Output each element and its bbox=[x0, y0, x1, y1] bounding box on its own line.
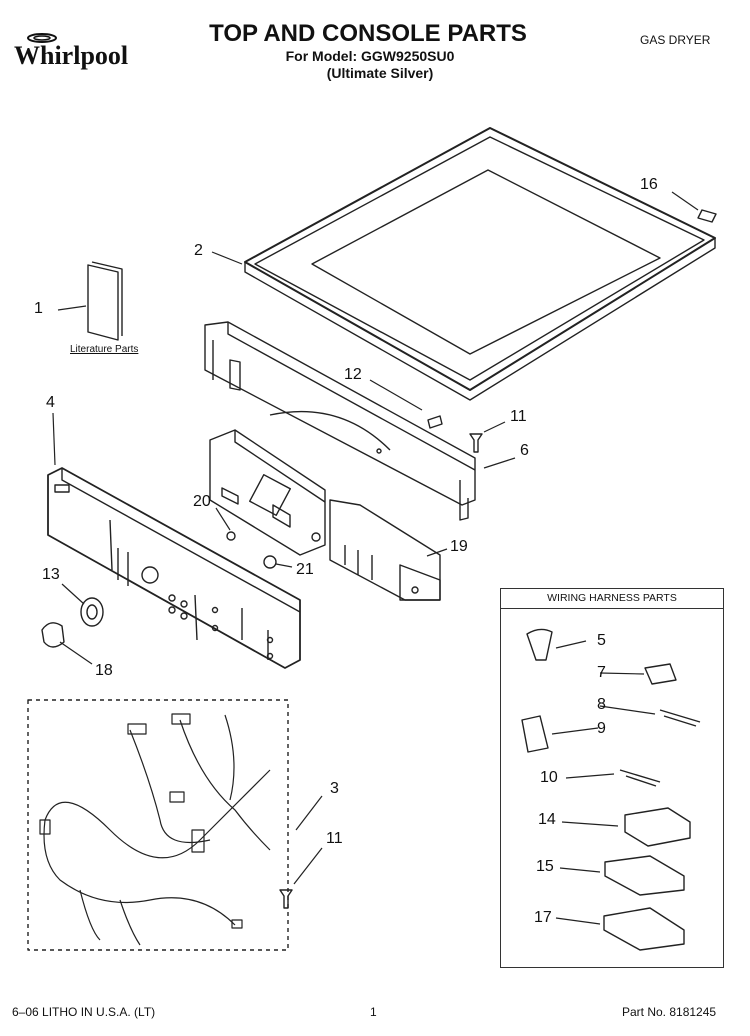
wiring-box-divider bbox=[500, 608, 724, 609]
model-subtitle: For Model: GGW9250SU0 (Ultimate Silver) bbox=[250, 48, 490, 82]
wiring-harness-parts-box bbox=[500, 588, 724, 968]
front-console-panel-drawing bbox=[47, 467, 301, 669]
page-title: TOP AND CONSOLE PARTS bbox=[209, 20, 527, 47]
knob-drawing bbox=[41, 597, 104, 648]
literature-booklet-drawing bbox=[87, 261, 123, 341]
callout-19: 19 bbox=[450, 538, 468, 555]
callout-11-bottom: 11 bbox=[326, 830, 343, 847]
callout-21: 21 bbox=[296, 561, 314, 578]
callout-5: 5 bbox=[597, 632, 606, 649]
callout-14: 14 bbox=[538, 811, 556, 828]
callout-17: 17 bbox=[534, 909, 552, 926]
callout-11-top: 11 bbox=[510, 408, 527, 425]
wiring-parts-drawings bbox=[521, 628, 701, 951]
svg-text:Whirlpool: Whirlpool bbox=[14, 41, 128, 70]
footer-litho: 6–06 LITHO IN U.S.A. (LT) bbox=[12, 1005, 156, 1019]
model-line: For Model: GGW9250SU0 bbox=[285, 48, 455, 64]
callout-7: 7 bbox=[597, 664, 606, 681]
callout-4: 4 bbox=[46, 394, 55, 411]
footer-part-number: Part No. 8181245 bbox=[622, 1005, 717, 1019]
callout-13: 13 bbox=[42, 566, 60, 583]
wiring-harness-box bbox=[27, 699, 289, 951]
whirlpool-logo: Whirlpool bbox=[14, 28, 146, 72]
callout-9: 9 bbox=[597, 720, 606, 737]
console-bracket-drawing bbox=[204, 321, 476, 521]
callout-8: 8 bbox=[597, 696, 606, 713]
callout-20: 20 bbox=[193, 493, 211, 510]
callout-3: 3 bbox=[330, 780, 339, 797]
literature-parts-label: Literature Parts bbox=[70, 344, 139, 355]
wiring-harness-parts-title: WIRING HARNESS PARTS bbox=[547, 592, 677, 604]
callout-12: 12 bbox=[344, 366, 362, 383]
callout-2: 2 bbox=[194, 242, 203, 259]
callout-1: 1 bbox=[34, 300, 43, 317]
appliance-category: GAS DRYER bbox=[640, 33, 711, 47]
wiring-harness-drawing bbox=[39, 713, 271, 946]
footer-page-number: 1 bbox=[370, 1005, 377, 1019]
callout-leader-lines bbox=[52, 191, 699, 925]
top-panel-drawing bbox=[244, 127, 716, 401]
color-line: (Ultimate Silver) bbox=[326, 65, 434, 81]
callout-16: 16 bbox=[640, 176, 658, 193]
control-board-drawing bbox=[209, 429, 326, 569]
console-housing-drawing bbox=[329, 499, 441, 601]
callout-10: 10 bbox=[540, 769, 558, 786]
callout-6: 6 bbox=[520, 442, 529, 459]
callout-15: 15 bbox=[536, 858, 554, 875]
callout-18: 18 bbox=[95, 662, 113, 679]
